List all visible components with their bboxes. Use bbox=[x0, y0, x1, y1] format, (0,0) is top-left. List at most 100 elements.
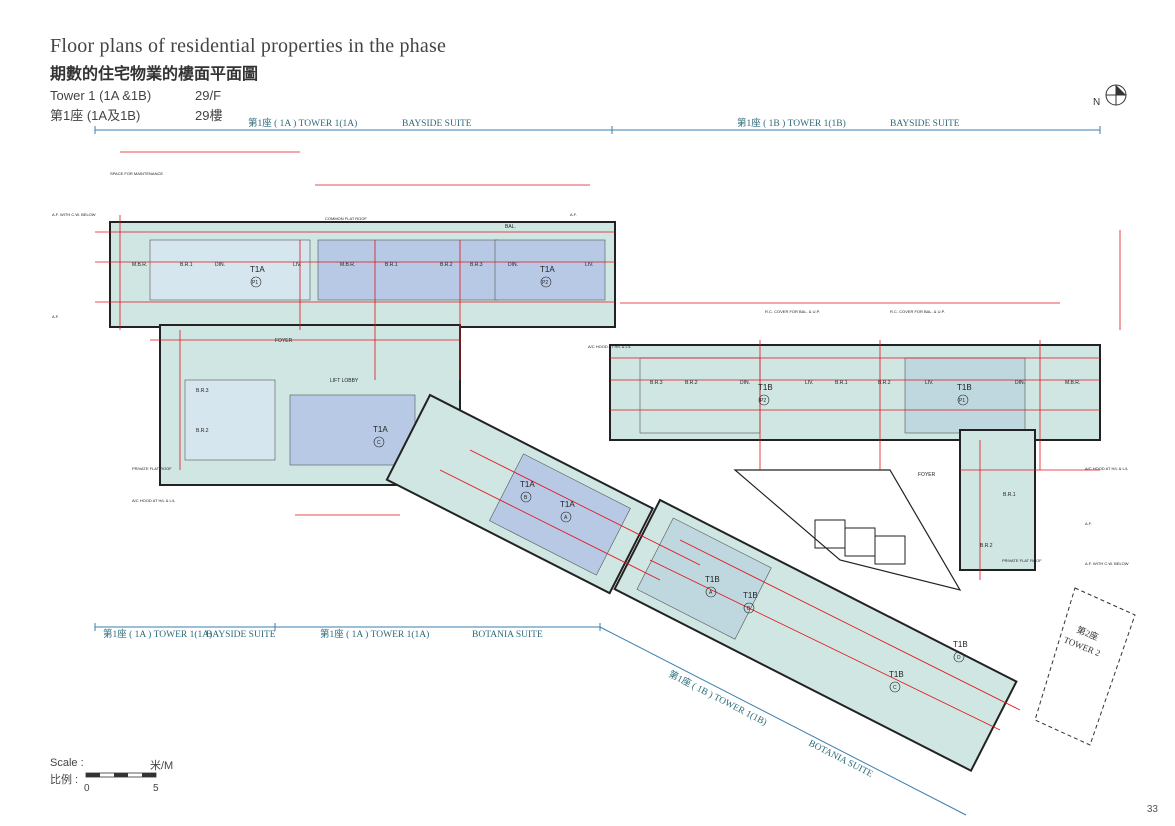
band-diag-tower: 第1座 ( 1B ) TOWER 1(1B) bbox=[667, 668, 769, 728]
unit-label: T1A A bbox=[560, 500, 575, 523]
room-label: LIFT LOBBY bbox=[330, 378, 359, 384]
unit-label: T1A P1 bbox=[250, 265, 265, 288]
note: PRIVATE FLAT ROOF bbox=[1002, 558, 1042, 563]
tower-1b-diagonal bbox=[613, 498, 1018, 773]
svg-text:T1B: T1B bbox=[743, 591, 758, 600]
compass-label: N bbox=[1093, 97, 1101, 108]
room-label: FOYER bbox=[275, 338, 293, 344]
note: A/C HOOD AT H/L & L/L bbox=[588, 344, 632, 349]
svg-text:T1B: T1B bbox=[953, 640, 968, 649]
room-label: B.R.1 bbox=[835, 380, 848, 386]
room-label: M.B.R. bbox=[1065, 380, 1080, 386]
svg-text:T1B: T1B bbox=[705, 575, 720, 584]
note: R.C. COVER FOR BAL. & U.P. bbox=[890, 309, 945, 314]
plan-notes: SPACE FOR MAINTENANCE A.F. WITH C.W. BEL… bbox=[52, 171, 1129, 566]
svg-text:T1A: T1A bbox=[373, 425, 388, 434]
room-label: BAL. bbox=[505, 224, 516, 230]
band-bottom-left-suite: BAYSIDE SUITE bbox=[206, 630, 276, 640]
svg-text:C: C bbox=[377, 440, 381, 446]
band-diag-suite: BOTANIA SUITE bbox=[807, 739, 875, 780]
svg-text:P2: P2 bbox=[542, 280, 548, 286]
scale-label: Scale : bbox=[50, 757, 84, 769]
unit-label: T1A C bbox=[373, 425, 388, 448]
tower-label: Tower 1 (1A &1B) bbox=[50, 88, 152, 103]
unit-label: T1B A bbox=[705, 575, 720, 598]
room-label: B.R.3 bbox=[470, 262, 483, 268]
lift-core bbox=[733, 469, 962, 591]
room-label: B.R.3 bbox=[196, 388, 209, 394]
unit-label: T1B C bbox=[889, 670, 904, 693]
compass-icon bbox=[1105, 84, 1127, 106]
svg-text:T1B: T1B bbox=[758, 383, 773, 392]
svg-text:T1A: T1A bbox=[540, 265, 555, 274]
unit-label: T1B B bbox=[743, 591, 758, 614]
band-top-right-tower: 第1座 ( 1B ) TOWER 1(1B) bbox=[737, 117, 846, 129]
room-label: LIV. bbox=[293, 262, 301, 268]
room-label: DIN. bbox=[508, 262, 518, 268]
room-label: LIV. bbox=[805, 380, 813, 386]
tower-1a-wing bbox=[109, 221, 616, 486]
note: PRIVATE FLAT ROOF bbox=[132, 466, 172, 471]
band-top-left-suite: BAYSIDE SUITE bbox=[402, 119, 472, 129]
room-label: B.R.1 bbox=[385, 262, 398, 268]
band-top-right-suite: BAYSIDE SUITE bbox=[890, 119, 960, 129]
svg-text:T1B: T1B bbox=[889, 670, 904, 679]
band-bottom-mid-tower: 第1座 ( 1A ) TOWER 1(1A) bbox=[320, 628, 429, 640]
band-top-left-tower: 第1座 ( 1A ) TOWER 1(1A) bbox=[248, 117, 357, 129]
svg-text:A: A bbox=[564, 515, 568, 521]
scale-start: 0 bbox=[84, 783, 90, 794]
unit-labels: T1A P1 T1A P2 T1A C T1A B T1A A T1B P2 bbox=[250, 265, 972, 693]
room-label: M.B.R. bbox=[340, 262, 355, 268]
room-labels: M.B.R. B.R.1 DIN. LIV. M.B.R. B.R.1 B.R.… bbox=[132, 224, 1080, 549]
band-bottom-left-tower: 第1座 ( 1A ) TOWER 1(1A) bbox=[103, 628, 212, 640]
page-title: Floor plans of residential properties in… bbox=[50, 35, 447, 57]
svg-text:A: A bbox=[709, 590, 713, 596]
scale-bar bbox=[85, 772, 157, 778]
unit-label: T1A B bbox=[520, 480, 535, 503]
note: A.F. bbox=[1085, 521, 1092, 526]
page-number: 33 bbox=[1146, 804, 1158, 815]
svg-text:D: D bbox=[957, 655, 961, 661]
svg-text:P1: P1 bbox=[252, 280, 258, 286]
tower-2-outline: 第2座 TOWER 2 bbox=[1034, 587, 1136, 746]
svg-text:T1A: T1A bbox=[520, 480, 535, 489]
page-title-zh: 期數的住宅物業的樓面平面圖 bbox=[50, 64, 259, 83]
room-label: B.R.2 bbox=[685, 380, 698, 386]
svg-text:C: C bbox=[893, 685, 897, 691]
note: R.C. COVER FOR BAL. & U.P. bbox=[765, 309, 820, 314]
note: A.F. bbox=[52, 314, 59, 319]
dimension-lines bbox=[95, 151, 1121, 731]
svg-text:T1A: T1A bbox=[250, 265, 265, 274]
svg-text:T1B: T1B bbox=[957, 383, 972, 392]
room-label: DIN. bbox=[1015, 380, 1025, 386]
svg-text:P2: P2 bbox=[760, 398, 766, 404]
top-band: 第1座 ( 1A ) TOWER 1(1A) BAYSIDE SUITE 第1座… bbox=[94, 117, 1101, 134]
tower-1b-wing bbox=[609, 344, 1101, 571]
note: A/C HOOD AT H/L & L/L bbox=[1085, 466, 1129, 471]
room-label: LIV. bbox=[585, 262, 593, 268]
floor-label-zh: 29樓 bbox=[195, 108, 223, 123]
note: A.F. WITH C.W. BELOW bbox=[52, 212, 96, 217]
scale-unit: 米/M bbox=[150, 760, 174, 772]
room-label: B.R.1 bbox=[180, 262, 193, 268]
note: SPACE FOR MAINTENANCE bbox=[110, 171, 163, 176]
svg-text:B: B bbox=[747, 606, 751, 612]
room-label: B.R.2 bbox=[980, 543, 993, 549]
unit-label: T1B P1 bbox=[957, 383, 972, 406]
room-label: FOYER bbox=[918, 472, 936, 478]
unit-label: T1A P2 bbox=[540, 265, 555, 288]
tower-1a-diagonal bbox=[385, 393, 655, 595]
room-label: B.R.1 bbox=[1003, 492, 1016, 498]
svg-text:B: B bbox=[524, 495, 528, 501]
room-label: B.R.2 bbox=[440, 262, 453, 268]
room-label: LIV. bbox=[925, 380, 933, 386]
note: A/C HOOD AT H/L & L/L bbox=[132, 498, 176, 503]
floor-label: 29/F bbox=[195, 88, 222, 103]
room-label: B.R.2 bbox=[878, 380, 891, 386]
svg-text:T1A: T1A bbox=[560, 500, 575, 509]
note: A.F. bbox=[570, 212, 577, 217]
unit-label: T1B D bbox=[953, 640, 968, 663]
scale-end: 5 bbox=[153, 783, 159, 794]
unit-label: T1B P2 bbox=[758, 383, 773, 406]
